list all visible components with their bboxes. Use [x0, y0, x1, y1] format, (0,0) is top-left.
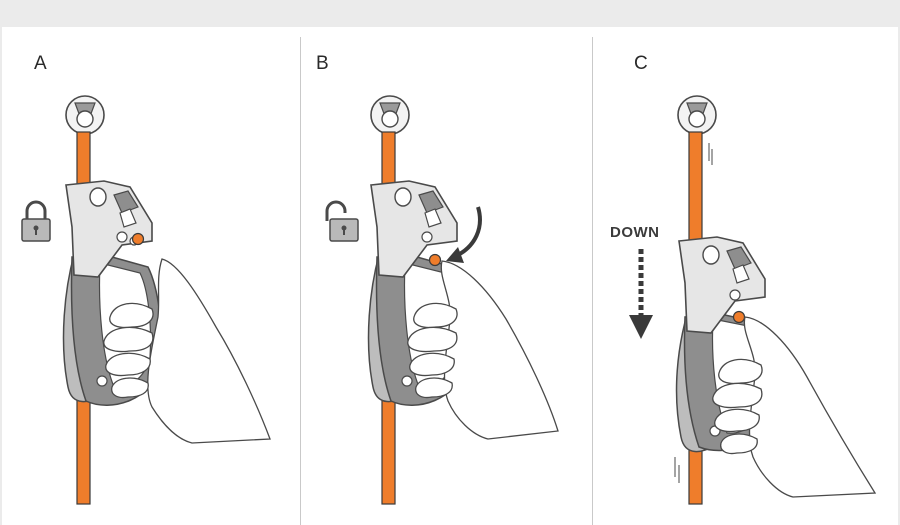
padlock-open-icon: [325, 200, 359, 242]
hand: [103, 258, 271, 444]
direction-label: DOWN: [610, 224, 660, 241]
anchor-ring-icon: [370, 95, 410, 135]
anchor-ring-icon: [677, 95, 717, 135]
hand: [407, 260, 559, 440]
panel-c: [629, 95, 877, 505]
release-catch: [131, 232, 145, 246]
panel-divider: [592, 37, 593, 525]
panel-b: [325, 95, 559, 505]
release-catch: [732, 310, 746, 324]
ascender-device: [62, 180, 162, 406]
padlock-closed-icon: [21, 200, 51, 242]
panel-label-b: B: [316, 53, 330, 74]
panel-label-c: C: [634, 53, 649, 74]
anchor-ring-icon: [65, 95, 105, 135]
hand: [712, 316, 877, 498]
panel-a: [21, 95, 271, 505]
curved-arrow-icon: [446, 206, 482, 263]
instruction-diagram: A: [2, 27, 898, 525]
panel-label-a: A: [34, 53, 48, 74]
motion-lines: [674, 143, 713, 483]
arrow-down-dashed-icon: [629, 249, 653, 339]
panel-divider: [300, 37, 301, 525]
release-catch: [428, 253, 442, 267]
